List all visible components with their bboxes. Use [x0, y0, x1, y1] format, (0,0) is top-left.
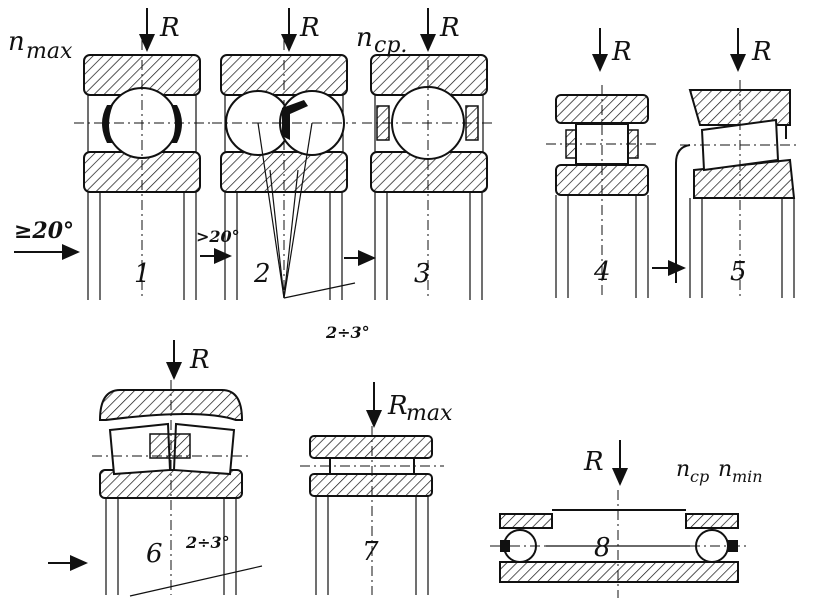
- number-label-6: 6: [146, 539, 163, 569]
- number-label-8: 8: [594, 533, 611, 563]
- number-label-5: 5: [730, 257, 747, 287]
- bottom-washer-8: [499, 561, 739, 583]
- number-label-7: 7: [362, 537, 379, 567]
- load-label-1: R: [159, 13, 180, 43]
- load-label-2: R: [299, 13, 320, 43]
- misalign-label-6: 2÷3°: [185, 533, 230, 552]
- speed2-label-8: n: [718, 457, 732, 482]
- load-label-6: R: [189, 345, 210, 375]
- speed-sub-8: cp: [690, 467, 709, 486]
- bearing-7: R max 7: [300, 382, 453, 595]
- load-label-3: R: [439, 13, 460, 43]
- bearing-3: R n cp. 3: [344, 8, 494, 300]
- bearing-6: R 6 2÷3°: [48, 340, 263, 597]
- load-label-7: R: [387, 391, 408, 421]
- bearing-8: R n cp n min 8: [490, 440, 763, 598]
- number-label-3: 3: [414, 259, 431, 289]
- outer-ring-7: [309, 435, 433, 459]
- inner-ring-7: [309, 473, 433, 497]
- speed-label-3: n: [356, 23, 373, 53]
- bearing-2: R >20° 2 2÷3°: [196, 8, 370, 342]
- load-label-5: R: [751, 37, 772, 67]
- angle-label-2: >20°: [196, 227, 240, 246]
- bearing-5: R 5: [652, 28, 800, 298]
- speed-label-8: n: [676, 457, 690, 482]
- number-label-4: 4: [593, 257, 611, 287]
- speed-sub-3: cp.: [374, 33, 407, 58]
- load-label-4: R: [611, 37, 632, 67]
- speed2-sub-8: min: [732, 467, 763, 486]
- angle-label-1: ≥20°: [14, 218, 74, 244]
- speed-sub-1: max: [26, 39, 73, 64]
- misalign-label-2: 2÷3°: [325, 323, 370, 342]
- number-label-1: 1: [134, 259, 151, 289]
- bearing-1: R n max ≥20° 1: [8, 8, 210, 300]
- load-label-8: R: [583, 447, 604, 477]
- bearing-4: R 4: [546, 28, 658, 298]
- load-sub-7: max: [406, 401, 453, 426]
- number-label-2: 2: [253, 259, 271, 289]
- speed-label-1: n: [8, 27, 25, 57]
